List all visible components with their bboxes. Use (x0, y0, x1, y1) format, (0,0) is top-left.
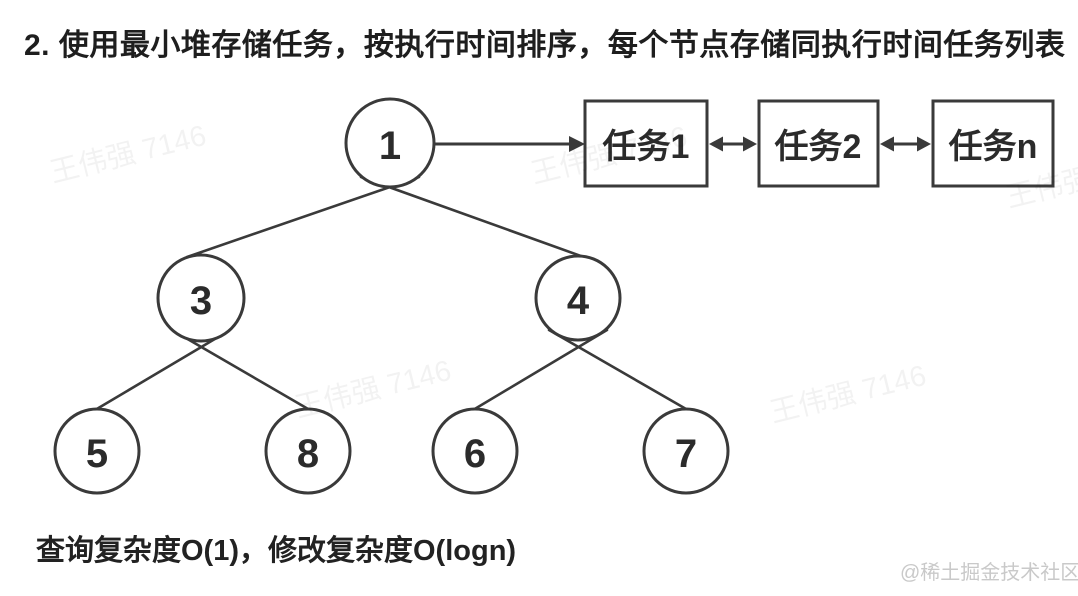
heap-node-6-value: 6 (464, 432, 486, 476)
edge-1-3 (185, 175, 421, 259)
task-box-2-label: 任务2 (775, 128, 862, 166)
task-box-n (931, 99, 1055, 188)
edge-1-4 (359, 175, 594, 262)
edge-3-8 (170, 328, 317, 415)
heap-node-8-circle (264, 407, 352, 495)
heap-node-7-value: 7 (675, 432, 697, 476)
heap-node-3-value: 3 (190, 279, 212, 323)
heap-node-1-value: 1 (379, 124, 401, 168)
complexity-note: 查询复杂度O(1)，修改复杂度O(logn) (36, 535, 517, 567)
tasklist-link-arrowhead-left-2-icon (880, 136, 894, 152)
edge-4-6 (466, 328, 609, 415)
node-to-tasklist-arrowhead-icon (569, 136, 585, 152)
task-box-1 (583, 99, 709, 188)
heap-node-3-circle (156, 253, 246, 343)
task-box-1-label: 任务1 (603, 128, 690, 166)
task-box-2 (757, 99, 880, 188)
heap-node-7-circle (642, 407, 730, 495)
task-box-n-label: 任务n (949, 128, 1038, 166)
community-credit: @稀土掘金技术社区 (900, 562, 1078, 584)
heap-node-4-circle (534, 254, 622, 342)
edge-3-5 (88, 328, 232, 415)
tasklist-link-arrowhead-right-2-icon (917, 136, 931, 152)
heap-node-6-circle (431, 407, 519, 495)
page-title: 2. 使用最小堆存储任务，按执行时间排序，每个节点存储同执行时间任务列表 (24, 29, 1066, 62)
heap-node-5-value: 5 (86, 432, 108, 476)
heap-node-4-value: 4 (567, 279, 590, 323)
heap-node-8-value: 8 (297, 432, 319, 476)
edge-4-7 (547, 328, 695, 415)
tasklist-link-arrowhead-right-1-icon (743, 136, 757, 152)
tasklist-link-arrowhead-left-1-icon (709, 136, 723, 152)
heap-node-5-circle (53, 407, 141, 495)
